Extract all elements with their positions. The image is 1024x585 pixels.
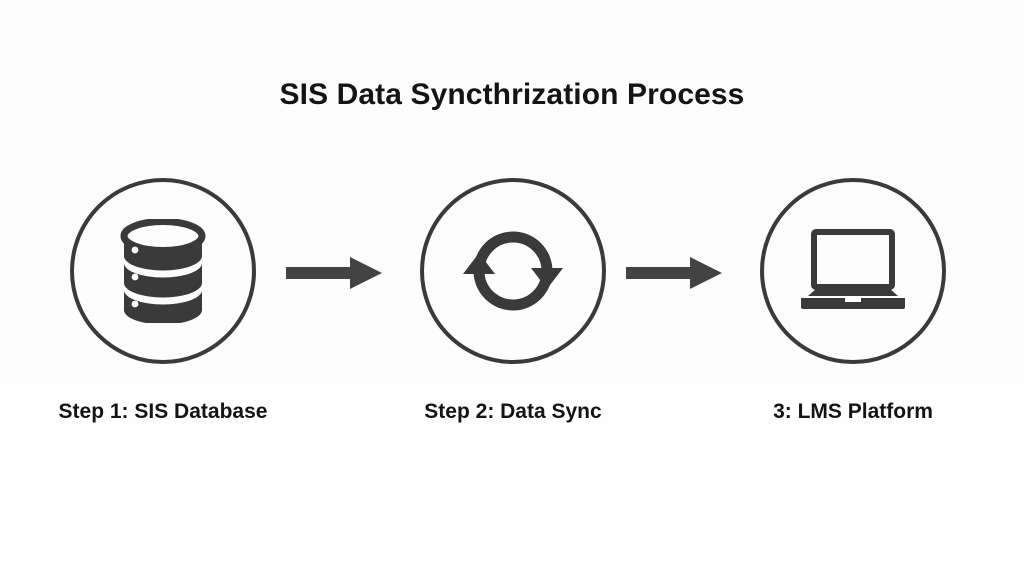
sync-icon [420,178,606,364]
step-circle-3 [760,178,946,364]
arrow-right-icon-step1-step2 [286,256,382,290]
database-icon [70,178,256,364]
page-title: SIS Data Syncthrization Process [279,78,745,111]
laptop-icon [760,178,946,364]
step-node-lms-platform [760,178,946,364]
step-label-sis-database: Step 1: SIS Database [58,400,268,423]
step-label-data-sync: Step 2: Data Sync [424,400,602,423]
step-node-sis-database [70,178,256,364]
step-label-lms-platform: 3: LMS Platform [773,400,933,423]
step-circle-2 [420,178,606,364]
step-circle-1 [70,178,256,364]
arrow-right-icon-step2-step3 [626,256,722,290]
step-node-data-sync [420,178,606,364]
